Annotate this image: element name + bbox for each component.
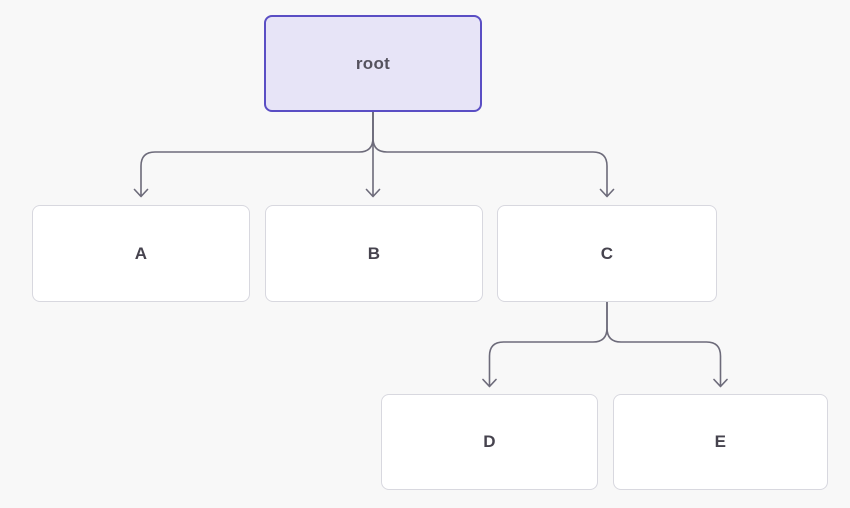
node-e[interactable]: E — [613, 394, 828, 490]
edge-root-a — [133, 111, 374, 198]
node-d[interactable]: D — [381, 394, 598, 490]
node-a-label: A — [134, 243, 148, 263]
node-root-label: root — [355, 53, 391, 73]
node-b-label: B — [367, 243, 381, 263]
node-c[interactable]: C — [497, 205, 717, 302]
node-root[interactable]: root — [264, 15, 482, 112]
edge-c-d — [482, 301, 608, 388]
edge-root-b — [365, 111, 381, 198]
node-d-label: D — [483, 432, 496, 451]
edge-c-e — [606, 301, 728, 388]
node-a[interactable]: A — [32, 205, 250, 302]
node-b[interactable]: B — [265, 205, 483, 302]
edge-root-c — [372, 111, 615, 198]
node-c-label: C — [600, 243, 614, 263]
node-e-label: E — [714, 432, 727, 451]
